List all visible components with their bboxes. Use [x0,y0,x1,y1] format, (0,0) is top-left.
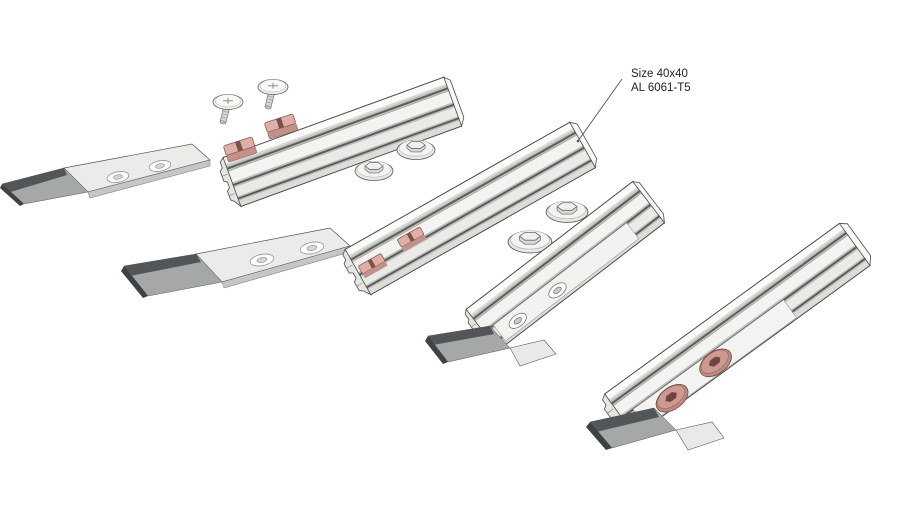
annotation: Size 40x40 AL 6061-T5 [576,68,691,143]
countersunk-hole [148,160,172,172]
countersunk-hole [106,171,130,183]
round-flange-nut-1 [699,348,732,378]
extrusion-3-plate [492,222,640,342]
hex-flange-fastener-4 [545,200,589,223]
flat-head-screw-1 [212,94,244,125]
phillips-slot-icon [268,82,278,89]
angle-bracket-3 [425,325,557,367]
t-nut-exploded-2 [264,113,298,140]
annotation-leader-line [577,78,623,142]
flat-head-screw-2 [257,79,289,110]
countersunk-hole [508,312,527,329]
phillips-slot-icon [223,97,233,104]
countersunk-hole [299,241,325,255]
annotation-material-label: AL 6061-T5 [631,82,691,94]
hex-flange-fastener-2 [396,139,436,160]
t-nut-inserted-1 [358,253,388,278]
t-nut-exploded-1 [223,136,257,163]
angle-bracket-1 [0,143,211,206]
angle-bracket-4 [586,407,725,451]
countersunk-hole [548,282,567,299]
round-flange-nut-2 [655,383,689,413]
extrusion-2-inserts [358,226,427,278]
extrusion-4-plate [632,299,797,428]
annotation-size-label: Size 40x40 [631,68,688,80]
hex-flange-fastener-1 [354,160,394,181]
countersunk-hole [249,253,275,267]
leader-endpoint-dot [576,139,580,143]
angle-bracket-2 [121,227,351,298]
t-nut-inserted-2 [397,226,427,252]
